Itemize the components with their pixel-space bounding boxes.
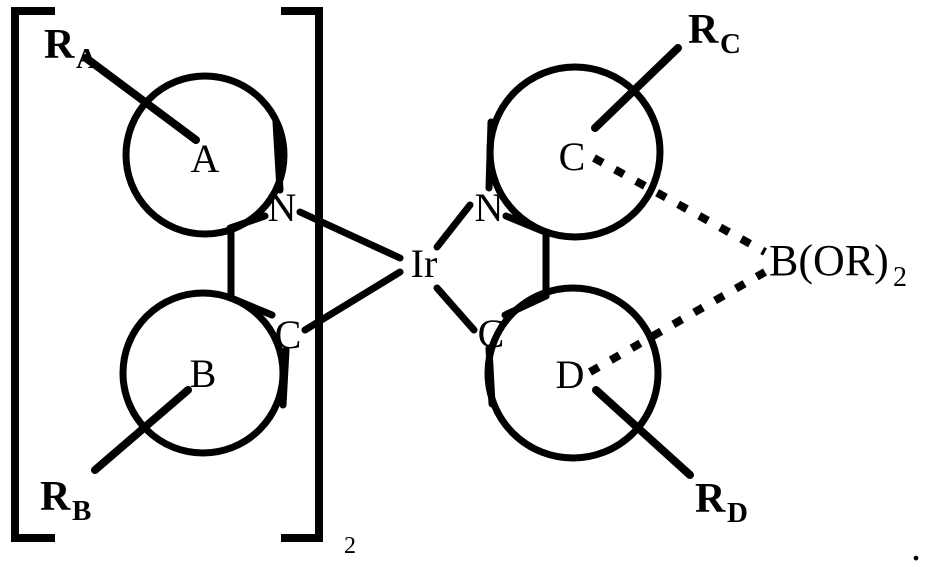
ring-c-to-nitrogen-bond bbox=[485, 118, 495, 192]
ring-c-group: C bbox=[486, 44, 682, 241]
ring-d-label: D bbox=[556, 352, 585, 397]
ring-a-group: A bbox=[82, 54, 288, 238]
dotted-boron-bonds bbox=[588, 154, 767, 376]
nitrogen-to-ring-c-bond bbox=[502, 212, 549, 236]
left-carbon-iridium-bond bbox=[301, 268, 404, 334]
iridium-label: Ir bbox=[411, 241, 438, 286]
substituent-ra-label: R bbox=[44, 22, 75, 68]
left-carbon-label: C bbox=[275, 312, 302, 357]
ring-a-label: A bbox=[191, 136, 220, 181]
ring-b-group: B bbox=[91, 289, 287, 474]
ring-c-label: C bbox=[559, 134, 586, 179]
boron-group-subscript: 2 bbox=[893, 262, 907, 293]
nitrogen-to-ring-a-bond bbox=[226, 212, 269, 232]
ring-a-substituent-bond bbox=[82, 54, 200, 144]
substituent-rc-label: R bbox=[688, 7, 719, 53]
left-ligand-core: N C bbox=[226, 118, 302, 409]
ring-c-boron-dotted-bond bbox=[592, 154, 767, 256]
iridium-right-nitrogen-bond bbox=[433, 201, 474, 251]
trailing-period: . bbox=[911, 524, 921, 567]
carbon-to-ring-b-bond bbox=[279, 346, 290, 409]
metal-to-right-ligand-bonds bbox=[433, 201, 478, 334]
bracket-subscript: 2 bbox=[344, 533, 356, 559]
substituent-rb-subscript: B bbox=[72, 495, 91, 527]
substituent-rd-subscript: D bbox=[727, 497, 748, 529]
iridium-right-carbon-bond bbox=[433, 284, 478, 334]
right-carbon-label: C bbox=[478, 311, 505, 356]
ring-d-to-carbon-bond bbox=[501, 292, 550, 319]
boron-group-label: B(OR) bbox=[769, 236, 889, 285]
substituent-rb-label: R bbox=[40, 474, 71, 520]
carbon-to-ring-d-bond bbox=[485, 344, 496, 408]
ring-a-circle bbox=[122, 72, 288, 238]
substituent-rc-subscript: C bbox=[720, 28, 741, 60]
ring-b-label: B bbox=[190, 351, 217, 396]
substituent-rd-label: R bbox=[695, 476, 726, 522]
left-nitrogen-iridium-bond bbox=[296, 208, 404, 262]
ring-d-group: D bbox=[484, 284, 694, 479]
left-ligand-to-metal-bonds bbox=[296, 208, 404, 334]
ring-b-to-carbon-bond bbox=[227, 294, 276, 319]
right-ligand-core: N C bbox=[475, 118, 550, 408]
ring-a-to-nitrogen-bond bbox=[272, 118, 284, 194]
substituent-ra-subscript: A bbox=[76, 43, 97, 75]
ring-d-substituent-bond bbox=[592, 386, 694, 479]
ring-d-boron-dotted-bond bbox=[588, 268, 767, 376]
ring-c-substituent-bond bbox=[591, 44, 682, 132]
left-nitrogen-label: N bbox=[268, 185, 297, 230]
right-square-bracket bbox=[281, 7, 323, 542]
left-square-bracket bbox=[11, 7, 55, 542]
right-nitrogen-label: N bbox=[475, 185, 504, 230]
ring-b-substituent-bond bbox=[91, 386, 192, 474]
